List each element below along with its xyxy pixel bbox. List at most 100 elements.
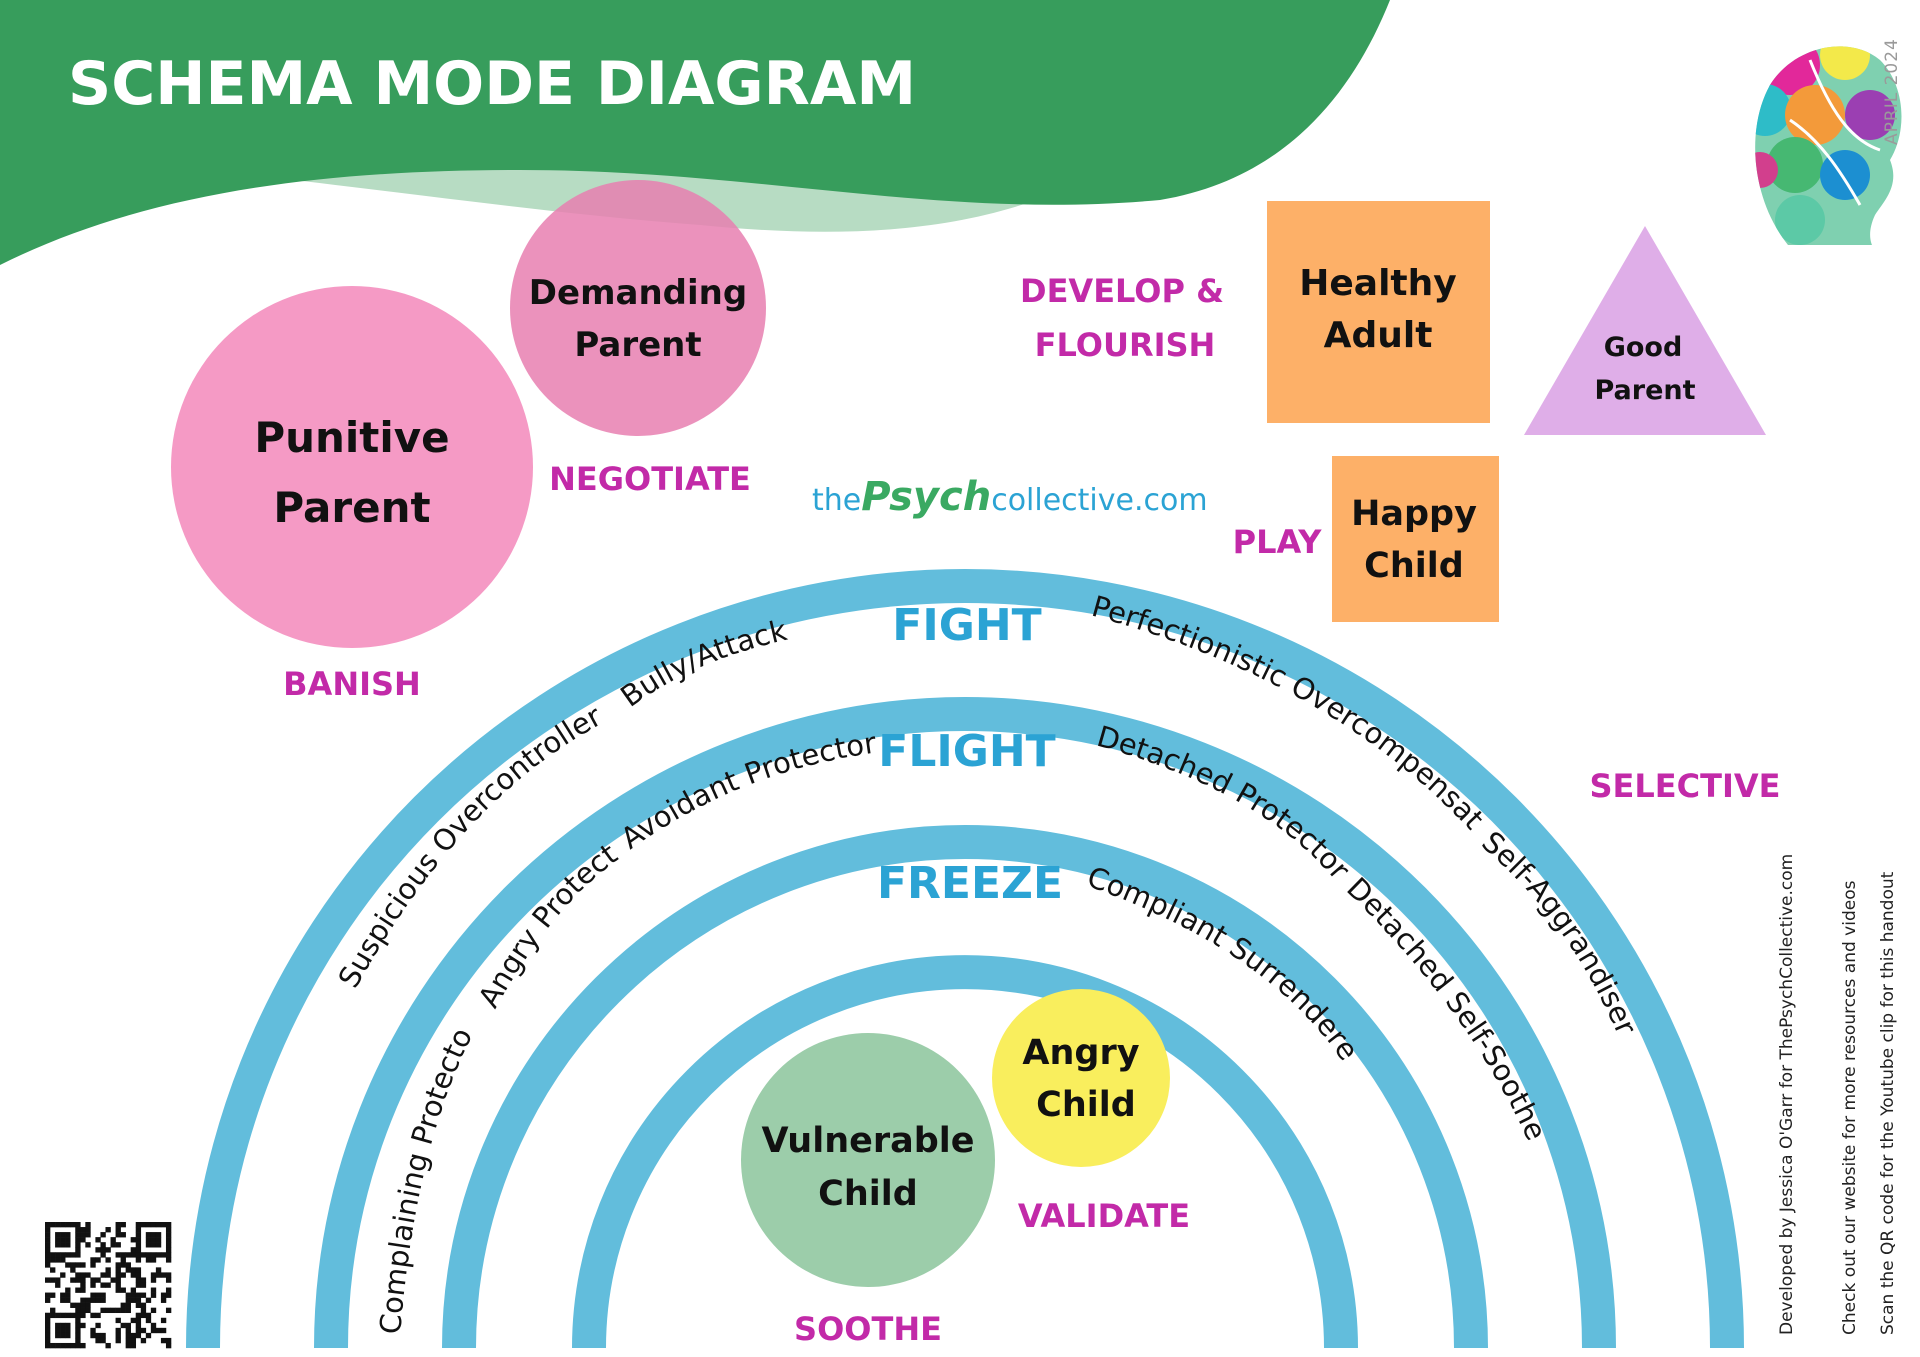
good-parent-label-1: Good — [1604, 332, 1683, 363]
qr-module — [80, 1302, 86, 1308]
qr-module — [85, 1272, 91, 1278]
qr-module — [140, 1307, 147, 1314]
happy-child-box — [1332, 456, 1499, 622]
qr-module — [125, 1332, 131, 1339]
qr-module — [150, 1327, 157, 1334]
head-silhouette-logo-icon — [1755, 46, 1902, 246]
qr-module — [100, 1297, 106, 1303]
qr-module — [110, 1277, 116, 1283]
qr-module — [115, 1327, 121, 1334]
qr-module — [55, 1277, 61, 1283]
qr-code-icon[interactable] — [45, 1222, 172, 1349]
qr-module — [140, 1252, 147, 1258]
qr-module — [150, 1237, 157, 1243]
qr-module — [70, 1222, 76, 1228]
good-parent-label-2: Parent — [1594, 375, 1695, 406]
qr-module — [60, 1242, 66, 1248]
qr-module — [45, 1312, 51, 1319]
qr-module — [120, 1307, 126, 1314]
qr-module — [140, 1282, 147, 1288]
qr-module — [100, 1247, 106, 1253]
qr-module — [145, 1332, 152, 1339]
qr-module — [45, 1247, 51, 1253]
qr-module — [80, 1342, 86, 1349]
qr-module — [60, 1222, 66, 1228]
credits-line-3: Scan the QR code for the Youtube clip fo… — [1878, 871, 1898, 1335]
qr-module — [135, 1232, 142, 1238]
qr-module — [115, 1307, 121, 1314]
qr-module — [120, 1287, 126, 1293]
qr-module — [105, 1227, 111, 1233]
qr-module — [115, 1222, 121, 1228]
qr-module — [55, 1237, 61, 1243]
qr-module — [120, 1222, 126, 1228]
qr-module — [75, 1287, 81, 1293]
qr-module — [65, 1222, 71, 1228]
qr-module — [135, 1272, 142, 1278]
qr-module — [55, 1322, 61, 1329]
qr-module — [110, 1242, 116, 1248]
qr-module — [135, 1257, 142, 1263]
qr-module — [125, 1252, 131, 1258]
qr-module — [50, 1252, 56, 1258]
qr-module — [65, 1322, 71, 1329]
qr-module — [100, 1232, 106, 1238]
credits-line-1: Developed by Jessica O'Garr for ThePsych… — [1777, 854, 1797, 1335]
qr-module — [45, 1342, 51, 1349]
qr-module — [115, 1332, 121, 1339]
qr-module — [70, 1302, 76, 1308]
qr-module — [115, 1232, 121, 1238]
qr-module — [85, 1302, 91, 1308]
qr-module — [165, 1227, 172, 1233]
qr-module — [95, 1292, 101, 1298]
qr-module — [70, 1277, 76, 1283]
qr-module — [55, 1242, 61, 1248]
qr-module — [105, 1257, 111, 1263]
qr-module — [130, 1267, 137, 1273]
qr-module — [120, 1232, 126, 1238]
selective-label: SELECTIVE — [1590, 767, 1781, 805]
qr-module — [45, 1252, 51, 1258]
qr-module — [85, 1232, 91, 1238]
qr-module — [95, 1237, 101, 1243]
qr-module — [165, 1337, 172, 1344]
qr-module — [130, 1237, 137, 1243]
qr-module — [50, 1307, 56, 1314]
qr-module — [120, 1257, 126, 1263]
healthy-adult-label-1: Healthy — [1299, 263, 1456, 304]
qr-module — [65, 1297, 71, 1303]
qr-module — [150, 1272, 157, 1278]
qr-module — [45, 1222, 51, 1228]
demanding-parent-label-2: Parent — [574, 325, 701, 365]
qr-module — [45, 1232, 51, 1238]
qr-module — [100, 1252, 106, 1258]
validate-label: VALIDATE — [1018, 1197, 1190, 1235]
qr-module — [85, 1222, 91, 1228]
qr-module — [145, 1297, 152, 1303]
happy-child-label-1: Happy — [1351, 494, 1477, 534]
qr-module — [65, 1312, 71, 1319]
qr-module — [150, 1252, 157, 1258]
qr-module — [45, 1332, 51, 1339]
vulnerable-child-label-1: Vulnerable — [761, 1121, 974, 1161]
angry-child-label-1: Angry — [1022, 1033, 1139, 1073]
qr-module — [75, 1322, 81, 1329]
brand-psych: Psych — [861, 474, 991, 520]
qr-module — [135, 1252, 142, 1258]
qr-module — [60, 1292, 66, 1298]
qr-module — [45, 1237, 51, 1243]
qr-module — [160, 1222, 167, 1228]
qr-module — [90, 1292, 96, 1298]
qr-module — [115, 1277, 121, 1283]
qr-module — [140, 1222, 147, 1228]
qr-module — [45, 1277, 51, 1283]
qr-module — [95, 1337, 101, 1344]
qr-module — [100, 1332, 106, 1339]
qr-module — [115, 1267, 121, 1273]
qr-module — [95, 1247, 101, 1253]
qr-module — [155, 1237, 162, 1243]
qr-module — [130, 1332, 137, 1339]
freeze-arc — [442, 825, 1488, 1349]
qr-module — [150, 1242, 157, 1248]
